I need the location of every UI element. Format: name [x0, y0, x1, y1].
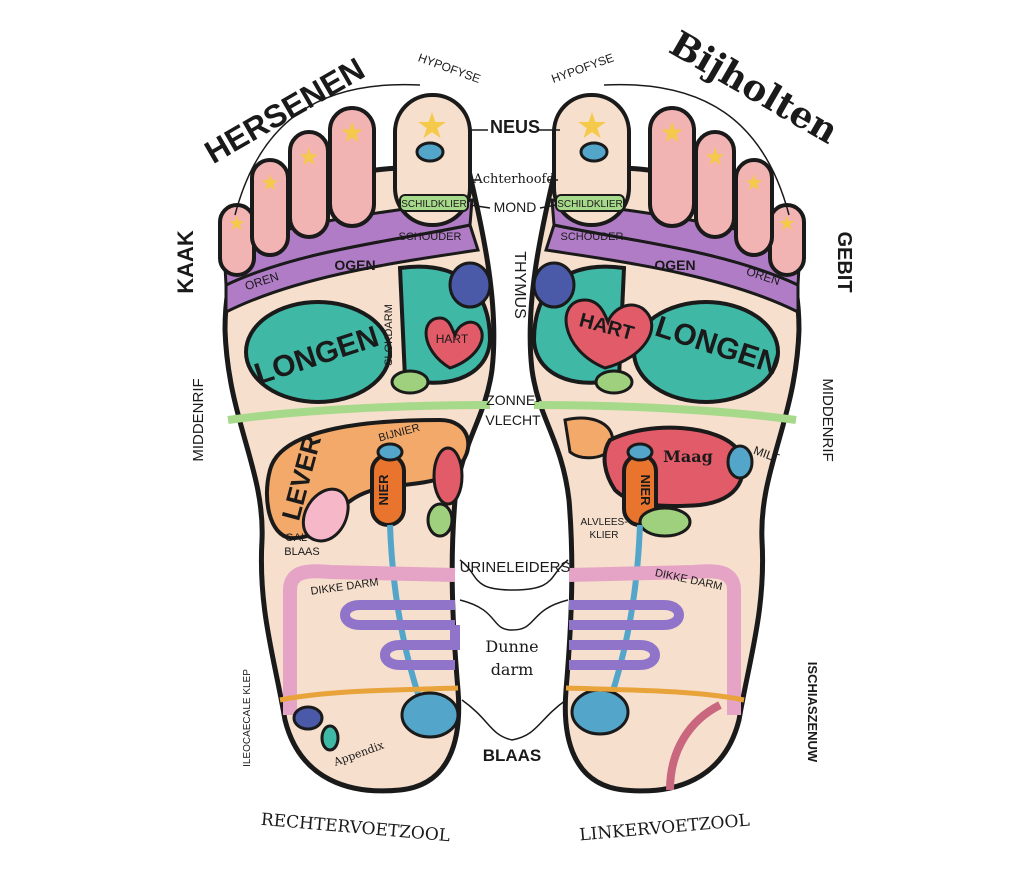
hypofyse-right-label: HYPOFYSE [550, 50, 616, 86]
dunne-brace-left [460, 600, 512, 630]
right-ileocaecal [294, 707, 322, 729]
rechtervoetzool-label: RECHTERVOETZOOL [260, 810, 451, 846]
left-schildklier-label: SCHILDKLIER [557, 199, 623, 210]
ileo-label: ILEOCAECALE KLEP [242, 669, 253, 767]
right-bladder [402, 693, 458, 737]
left-toe-1-star: ★ [778, 213, 796, 235]
left-bladder [572, 690, 628, 734]
right-schouder-label: SCHOUDER [399, 231, 462, 243]
darm-label: darm [491, 660, 534, 679]
right-hart-label: HART [436, 332, 469, 346]
right-toe-2-star: ★ [260, 170, 280, 195]
right-thymus-node [450, 263, 490, 307]
zonne-label: ZONNE- [486, 392, 540, 408]
dunne-brace-right [512, 600, 568, 630]
left-alvlees-label: ALVLEES- [580, 517, 627, 528]
blaas-brace-left [462, 700, 512, 740]
hypofyse-left-label: HYPOFYSE [416, 50, 482, 86]
right-gal-label: GAL- [285, 532, 311, 544]
right-nier-label: NIER [376, 474, 391, 506]
ischias-label: ISCHIASZENUW [805, 662, 820, 763]
middenrif-left-label: MIDDENRIF [190, 378, 207, 461]
right-pituitary [417, 143, 443, 161]
left-toe-2-star: ★ [744, 170, 764, 195]
blaas-brace-right [512, 700, 566, 740]
left-maag-label: Maag [663, 447, 713, 466]
right-solar-node [392, 371, 428, 393]
right-appendix [322, 726, 338, 750]
left-pituitary [581, 143, 607, 161]
mond-label: MOND [494, 199, 537, 215]
right-blaas-label: BLAAS [284, 546, 319, 558]
left-thymus-node [534, 263, 574, 307]
right-slokdarm-label: SLOKDARM [383, 304, 395, 366]
left-schouder-label: SCHOUDER [561, 231, 624, 243]
right-pancreas-part [434, 448, 462, 504]
right-toe-1-star: ★ [228, 213, 246, 235]
middenrif-right-label: MIDDENRIF [819, 378, 836, 461]
achterhoofd-label: Achterhoofd [472, 172, 554, 187]
left-toe-3-star: ★ [704, 144, 726, 171]
right-toe-3-star: ★ [298, 144, 320, 171]
urineleiders-label: URINELEIDERS [460, 559, 571, 576]
right-toe-4-star: ★ [339, 117, 364, 148]
vlecht-label: VLECHT [485, 412, 541, 428]
left-adrenal [628, 444, 652, 460]
kaak-label: KAAK [173, 230, 198, 294]
gebit-label: GEBIT [833, 231, 855, 292]
left-solar-node [596, 371, 632, 393]
linkervoetzool-label: LINKERVOETZOOL [579, 811, 751, 846]
left-toe-big-star: ★ [576, 105, 608, 146]
thymus-label: THYMUS [511, 251, 528, 319]
right-ogen-label: OGEN [334, 257, 375, 273]
right-adrenal [378, 444, 402, 460]
right-schildklier-label: SCHILDKLIER [401, 199, 467, 210]
right-small-green [428, 504, 452, 536]
left-klier-label: KLIER [590, 530, 619, 541]
right-toe-big-star: ★ [416, 105, 448, 146]
left-ogen-label: OGEN [654, 257, 695, 273]
neus-label: NEUS [490, 117, 540, 137]
dunne-label: Dunne [485, 637, 538, 656]
left-spleen [728, 446, 752, 478]
left-toe-4-star: ★ [659, 117, 684, 148]
blaas-label: BLAAS [483, 746, 542, 765]
left-nier-label: NIER [638, 474, 653, 506]
left-pancreas [640, 508, 690, 536]
